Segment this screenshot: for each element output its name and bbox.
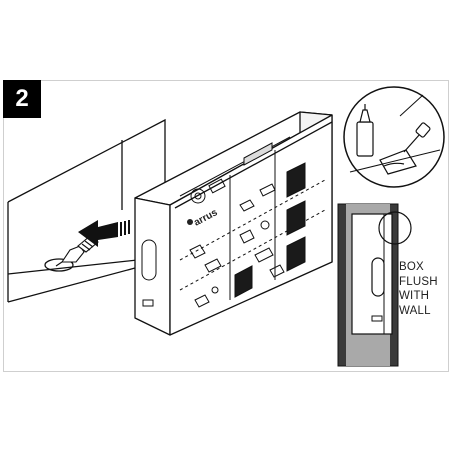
module-slots [234,162,306,298]
wall-section [337,203,412,367]
box-details [141,136,326,308]
callout-line-1: BOX [399,261,424,273]
callout-line-2: FLUSH [399,275,438,288]
step-number-badge: 2 [3,80,41,118]
flush-callout: BOX FLUSH WITH WALL [399,260,438,318]
wall-hole [44,258,74,272]
inset-leader [399,94,424,117]
cable-connector-icon [55,235,99,267]
callout-line-3: WITH [399,290,430,302]
callout-line-4: WALL [399,304,431,317]
push-arrow-icon [78,220,130,247]
sealant-inset [343,86,445,188]
trowel-icon [379,122,431,175]
caulk-tube-icon [356,104,374,157]
panel-frame [3,80,449,372]
